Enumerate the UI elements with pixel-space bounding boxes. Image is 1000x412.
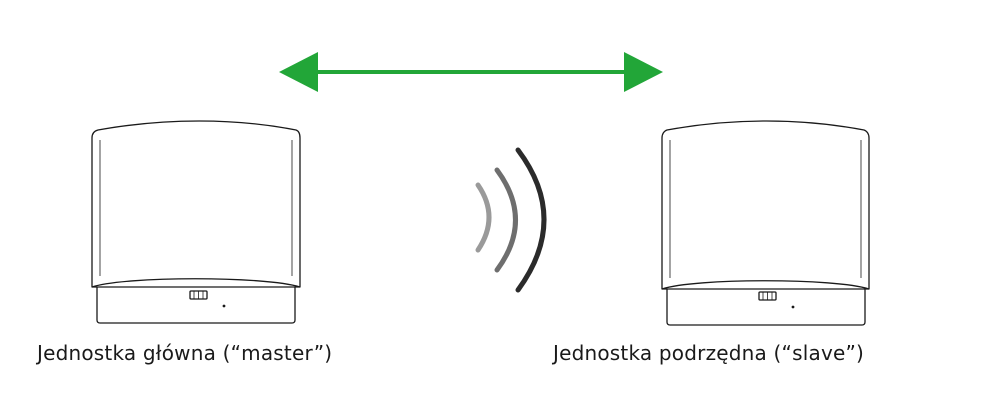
signal-arc-inner [475,182,492,253]
slave-device [661,120,870,326]
double-headed-arrow-icon [279,52,663,92]
signal-arc-middle [494,167,518,273]
wireless-signal-icon [475,147,547,293]
master-device [91,120,301,324]
slave-device-label: Jednostka podrzędna (“slave”) [553,341,865,365]
master-device-label: Jednostka główna (“master”) [37,341,333,365]
signal-arc-outer [515,147,547,293]
